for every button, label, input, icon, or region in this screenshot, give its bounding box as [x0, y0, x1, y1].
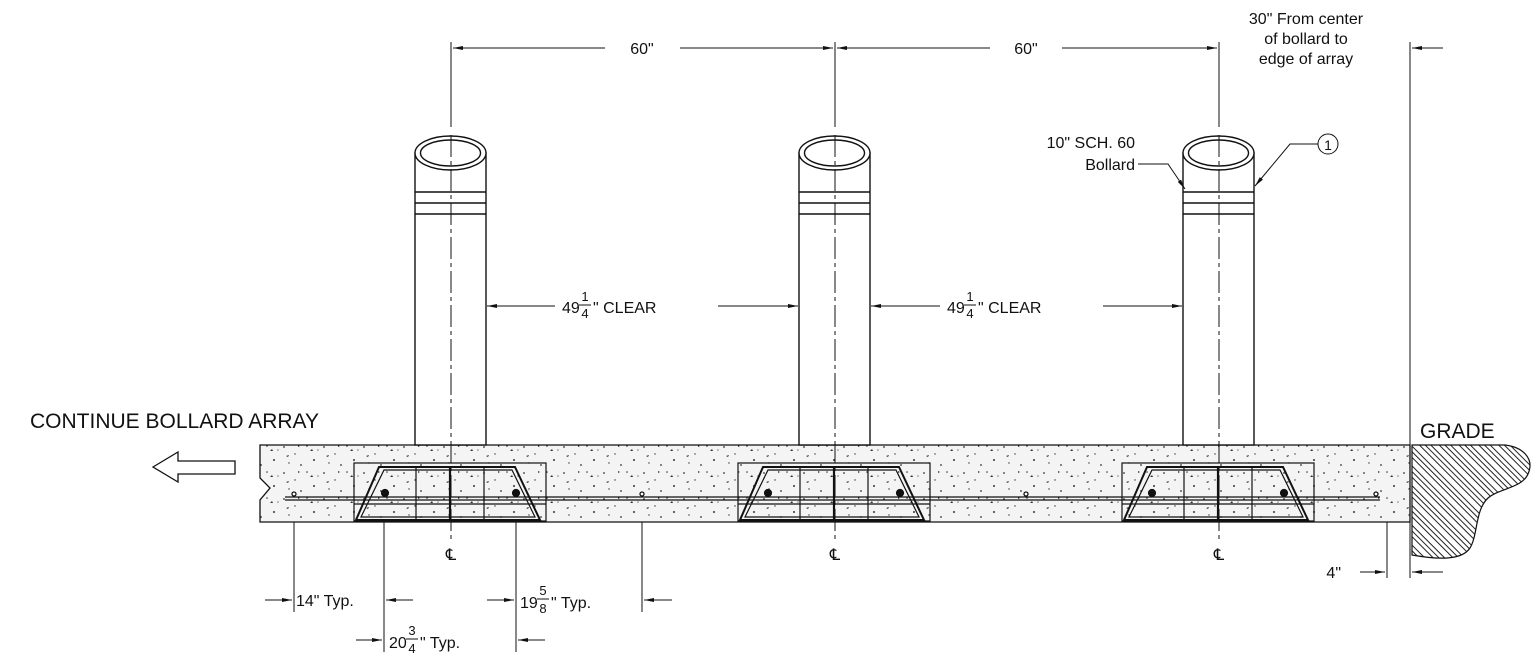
centerline-symbol-2: ℄ [829, 547, 841, 564]
centerline-label: ℄ [445, 547, 457, 564]
svg-text:" CLEAR: " CLEAR [593, 300, 656, 317]
spacing-label-2: 60" [1014, 41, 1037, 58]
svg-text:1: 1 [581, 289, 588, 304]
svg-text:" CLEAR: " CLEAR [978, 300, 1041, 317]
centerline-symbol-3: ℄ [1213, 547, 1225, 564]
svg-text:30" From center: 30" From center [1249, 11, 1364, 28]
edge-extension [1360, 42, 1443, 578]
svg-text:4: 4 [408, 641, 415, 656]
bollard-spec-callout: 10" SCH. 60 Bollard [1047, 135, 1186, 190]
svg-text:49: 49 [947, 300, 965, 317]
centerline-label: ℄ [829, 547, 841, 564]
svg-text:Bollard: Bollard [1085, 157, 1135, 174]
footing-3 [1121, 462, 1315, 522]
centerline-label: ℄ [1213, 547, 1225, 564]
svg-text:1: 1 [1324, 137, 1332, 153]
svg-text:5: 5 [539, 583, 546, 598]
spacing-label-1: 60" [630, 41, 653, 58]
edge-4-label: 4" [1326, 565, 1341, 582]
grade-label: GRADE [1420, 420, 1495, 443]
typ-19-label: 19 5 8 " Typ. [520, 583, 591, 616]
svg-text:1: 1 [966, 289, 973, 304]
footing-1 [353, 462, 547, 522]
svg-text:edge of array: edge of array [1259, 51, 1353, 68]
earth-hatch-icon [1411, 444, 1531, 559]
svg-text:19: 19 [520, 595, 538, 612]
typ-14-label: 14" Typ. [296, 593, 354, 610]
centerlines [450, 42, 1220, 540]
svg-text:3: 3 [408, 623, 415, 638]
center-to-edge-note: 30" From center of bollard to edge of ar… [1249, 11, 1364, 68]
svg-text:20: 20 [389, 635, 407, 652]
clear-label-2: 49 1 4 " CLEAR [947, 289, 1041, 321]
left-arrow-icon [151, 450, 236, 484]
svg-text:8: 8 [539, 601, 546, 616]
callout-bubble: 1 [1254, 133, 1339, 187]
svg-text:4: 4 [966, 306, 973, 321]
svg-text:of bollard to: of bollard to [1264, 31, 1348, 48]
svg-text:" Typ.: " Typ. [551, 595, 591, 612]
svg-text:4: 4 [581, 306, 588, 321]
svg-text:" Typ.: " Typ. [420, 635, 460, 652]
svg-text:49: 49 [562, 300, 580, 317]
typ-dimension-lines [265, 522, 672, 652]
continue-array-label: CONTINUE BOLLARD ARRAY [30, 410, 319, 433]
clear-label-1: 49 1 4 " CLEAR [562, 289, 656, 321]
footing-2 [737, 462, 931, 522]
svg-text:10" SCH. 60: 10" SCH. 60 [1047, 135, 1135, 152]
typ-20-label: 20 3 4 " Typ. [389, 623, 460, 656]
centerline-symbol-1: ℄ [445, 547, 457, 564]
